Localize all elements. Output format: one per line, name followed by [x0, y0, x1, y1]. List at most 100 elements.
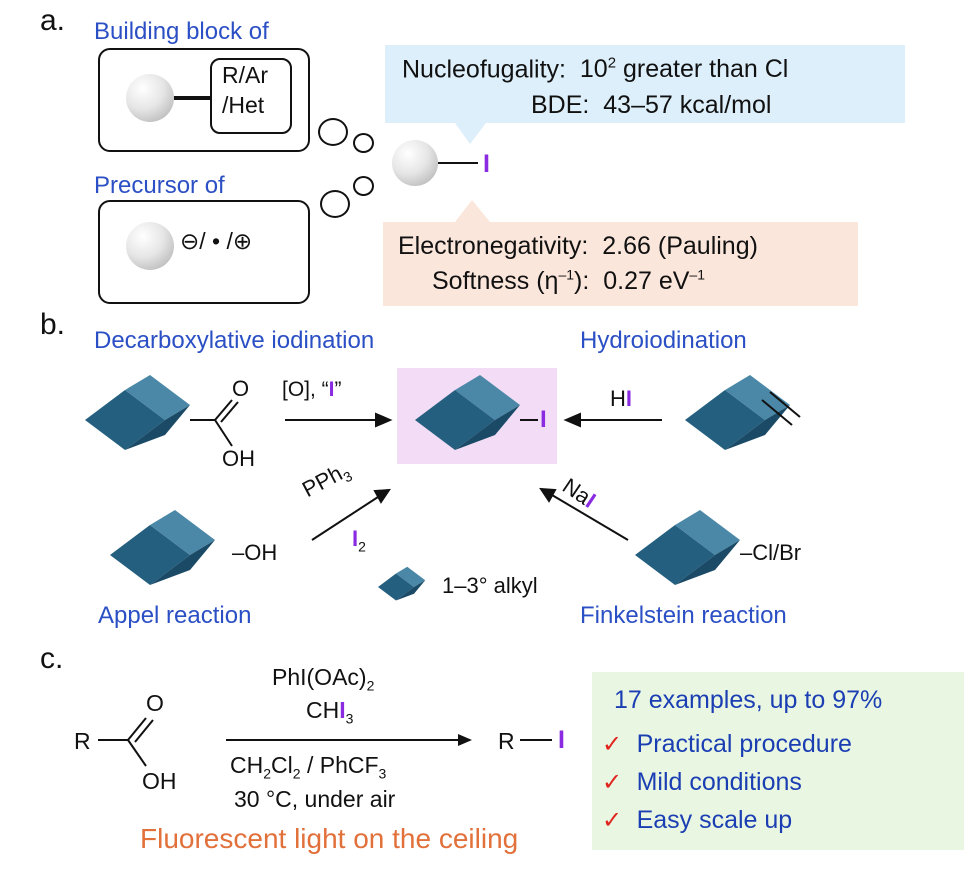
- r-group-line1: R/Ar: [222, 62, 268, 88]
- oxidant-close-quote: ”: [334, 378, 342, 401]
- panel-b-letter: b.: [40, 308, 66, 341]
- thought-bubble-icon: [353, 133, 374, 153]
- softness-value-text: 0.27 eV: [603, 267, 690, 296]
- cube-icon: [635, 510, 740, 585]
- solvent-ch: CH: [230, 752, 264, 778]
- product-r-group: R: [498, 728, 515, 754]
- pida-text: PhI(OAc): [272, 664, 367, 690]
- carbonyl-bond: [214, 399, 233, 421]
- hi-iodine: I: [625, 386, 633, 411]
- light-source-label: Fluorescent light on the ceiling: [140, 823, 519, 854]
- solvent-cl-subscript: 2: [292, 765, 301, 782]
- alkyl-legend: 1–3° alkyl: [442, 573, 538, 598]
- properties-callout-pink: [383, 222, 858, 306]
- feature-item: ✓ Practical procedure: [602, 730, 852, 759]
- i2-reagent: I2: [352, 526, 366, 554]
- iodoform-ch: CH: [306, 697, 340, 723]
- hydroxyl-bond: [214, 419, 233, 447]
- nucleofugality-line: Nucleofugality: 102 greater than Cl: [402, 55, 788, 84]
- hi-reagent: HI: [610, 386, 632, 412]
- sphere-icon: [126, 222, 174, 270]
- finkelstein-label: Finkelstein reaction: [580, 602, 787, 629]
- carbonyl-bond: [220, 401, 239, 423]
- check-icon: ✓: [602, 769, 623, 796]
- appel-label: Appel reaction: [98, 602, 252, 629]
- hydroxyl-bond: [127, 739, 147, 767]
- acid-hydroxyl: OH: [142, 768, 177, 794]
- alcohol-hydroxyl: –OH: [232, 540, 278, 565]
- nucleofugality-base: 10: [579, 55, 608, 84]
- solvent-cl: Cl: [271, 752, 293, 778]
- arrow-head: [373, 488, 391, 504]
- feature-item: ✓ Easy scale up: [602, 806, 792, 835]
- precursor-label: Precursor of: [94, 172, 225, 199]
- i2-subscript: 2: [358, 538, 366, 555]
- nucleofugality-value: 102 greater than Cl: [580, 55, 788, 83]
- r-group-box: [210, 58, 292, 134]
- pida-subscript: 2: [366, 677, 375, 694]
- softness-value: 0.27 eV–1: [603, 267, 705, 295]
- oxidant-text: [O], “: [282, 378, 329, 401]
- decarboxylative-label: Decarboxylative iodination: [94, 327, 375, 354]
- feature-label: Easy scale up: [636, 806, 793, 834]
- iodoform-subscript: 3: [345, 710, 354, 727]
- summary-panel: [592, 672, 964, 850]
- summary-title: 17 examples, up to 97%: [614, 686, 883, 714]
- arrow-head: [375, 412, 393, 428]
- cube-icon: [85, 375, 190, 450]
- cube-legend-icon: [378, 566, 426, 601]
- carbonyl-bond: [134, 719, 154, 743]
- acid-carbonyl-o: O: [232, 376, 250, 401]
- nucleofugality-label: Nucleofugality:: [402, 55, 566, 84]
- acid-carbonyl-o: O: [146, 690, 164, 716]
- iodoform-iodine: I: [339, 697, 346, 723]
- solvent-phcf-subscript: 3: [378, 765, 387, 782]
- hi-hydrogen: H: [610, 386, 626, 411]
- callout-pointer-pink: [455, 200, 490, 222]
- check-icon: ✓: [602, 731, 623, 758]
- solvent-phcf: / PhCF: [300, 752, 379, 778]
- nucleofugality-comparison: greater than Cl: [616, 55, 789, 84]
- acid-r-group: R: [74, 728, 91, 754]
- oxidant-iodine: I: [328, 378, 335, 401]
- arrow-head: [563, 412, 581, 428]
- sphere-icon: [126, 74, 174, 122]
- solvent-system: CH2Cl2 / PhCF3: [230, 752, 386, 782]
- feature-item: ✓ Mild conditions: [602, 768, 802, 797]
- species-text: ⊖/ • /⊕: [180, 228, 253, 254]
- solvent-ch-subscript: 2: [263, 765, 272, 782]
- i2-iodine: I: [352, 526, 359, 551]
- finkelstein-arrow: [551, 494, 629, 541]
- building-block-label: Building block of: [94, 18, 269, 45]
- cube-icon: [110, 510, 215, 585]
- softness-line: Softness (η–1): 0.27 eV–1: [432, 267, 705, 296]
- softness-label: Softness (η–1):: [432, 267, 589, 295]
- electronegativity-line: Electronegativity: 2.66 (Pauling): [398, 232, 758, 261]
- cube-icon: [685, 375, 790, 450]
- electronegativity-value: 2.66 (Pauling): [602, 232, 758, 260]
- carbonyl-bond: [127, 717, 147, 741]
- thought-bubble-icon: [318, 118, 348, 146]
- alkene-bond: [769, 391, 801, 418]
- softness-value-exponent: –1: [689, 267, 705, 283]
- cube-icon: [415, 375, 520, 450]
- iodine-atom: I: [483, 150, 490, 178]
- softness-label-close: ):: [574, 267, 590, 296]
- acid-hydroxyl: OH: [222, 446, 255, 471]
- check-icon: ✓: [602, 807, 623, 834]
- bde-line: BDE: 43–57 kcal/mol: [531, 91, 771, 120]
- hydroiodination-label: Hydroiodination: [580, 327, 747, 354]
- reagent-iodoform: CHI3: [306, 697, 353, 727]
- softness-label-text: Softness (η: [432, 267, 559, 296]
- oxidant-label: [O], “I”: [282, 378, 342, 402]
- panel-a-letter: a.: [40, 4, 66, 37]
- panel-c-letter: c.: [40, 642, 64, 675]
- nucleofugality-exponent: 2: [607, 55, 617, 72]
- arrow-head: [458, 734, 472, 746]
- appel-arrow: [311, 496, 379, 541]
- softness-label-exponent: –1: [558, 267, 575, 283]
- bde-label: BDE:: [531, 91, 590, 119]
- r-group-line2: /Het: [222, 92, 265, 118]
